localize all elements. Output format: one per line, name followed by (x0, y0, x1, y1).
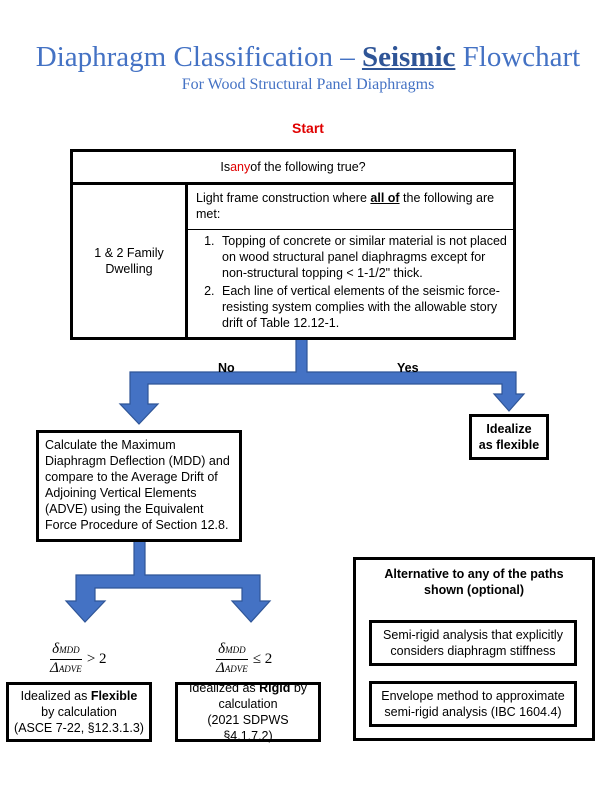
light-frame-intro: Light frame construction where all of th… (188, 185, 513, 229)
ratio-left-den-sub: ADVE (58, 664, 82, 674)
ratio-left-den: Δ (50, 660, 59, 676)
result-flexible-post: by calculation (41, 705, 117, 719)
branch-label-yes: Yes (397, 361, 419, 375)
ratio-left-num-sub: MDD (59, 645, 80, 655)
result-flexible-pre: Idealized as (20, 689, 91, 703)
ratio-left-relation: > 2 (86, 651, 107, 667)
alternative-option-envelope: Envelope method to approximate semi-rigi… (369, 681, 577, 727)
ratio-left-num: δ (52, 641, 60, 657)
option-family-dwelling: 1 & 2 Family Dwelling (94, 246, 164, 276)
condition-item: Each line of vertical elements of the se… (218, 283, 507, 331)
ratio-left-fraction: δMDD ΔADVE (50, 641, 82, 678)
arrow-bottom-junction (64, 540, 272, 623)
light-frame-divider (188, 229, 513, 230)
arrow-top-junction (118, 337, 526, 425)
page-subtitle: For Wood Structural Panel Diaphragms (181, 76, 435, 93)
alternative-box: Alternative to any of the paths shown (o… (353, 557, 595, 741)
options-divider (185, 185, 188, 337)
question-post: of the following true? (250, 160, 366, 174)
start-label: Start (292, 120, 324, 136)
result-rigid-emph: Rigid (259, 681, 291, 695)
ratio-right: δMDD ΔADVE ≤ 2 (216, 641, 272, 678)
ratio-right-fraction: δMDD ΔADVE (216, 641, 248, 678)
options-box: 1 & 2 Family Dwelling Light frame constr… (70, 182, 516, 340)
question-emph: any (230, 160, 251, 174)
title-highlight: Seismic (361, 41, 456, 73)
light-frame-conditions: Topping of concrete or similar material … (188, 233, 513, 333)
question-pre: Is (220, 160, 231, 174)
result-rigid-ref: (2021 SDPWS §4.1.7.2) (207, 713, 289, 743)
light-intro-emph: all of (370, 191, 400, 205)
mdd-comparison-box: Calculate the Maximum Diaphragm Deflecti… (36, 430, 242, 542)
question-box: Is any of the following true? (70, 149, 516, 185)
ratio-right-den: Δ (216, 660, 225, 676)
ratio-right-num-sub: MDD (225, 645, 246, 655)
ratio-right-relation: ≤ 2 (252, 651, 273, 667)
ratio-right-den-sub: ADVE (224, 664, 248, 674)
result-flexible-box: Idealized as Flexible by calculation (AS… (6, 682, 152, 742)
ratio-right-num: δ (218, 641, 226, 657)
result-rigid-pre: Idealized as (188, 681, 260, 695)
alternative-option-semirigid: Semi-rigid analysis that explicitly cons… (369, 620, 577, 666)
result-rigid-post: by calculation (218, 681, 308, 711)
branch-label-no: No (218, 361, 235, 375)
title-post: Flowchart (455, 41, 581, 73)
result-rigid-box: Idealized as Rigid by calculation (2021 … (175, 681, 321, 743)
idealize-flexible-box: Idealize as flexible (469, 414, 549, 460)
ratio-left: δMDD ΔADVE > 2 (50, 641, 107, 678)
light-intro-pre: Light frame construction where (196, 191, 371, 205)
result-flexible-emph: Flexible (90, 689, 138, 703)
light-intro-post: the following are met: (196, 191, 495, 221)
condition-item: Topping of concrete or similar material … (218, 233, 507, 281)
page-title: Diaphragm Classification – Seismic Flowc… (0, 40, 616, 74)
result-flexible-ref: (ASCE 7-22, §12.3.1.3) (14, 721, 144, 735)
title-pre: Diaphragm Classification – (35, 41, 362, 73)
alternative-title: Alternative to any of the paths shown (o… (384, 567, 564, 597)
